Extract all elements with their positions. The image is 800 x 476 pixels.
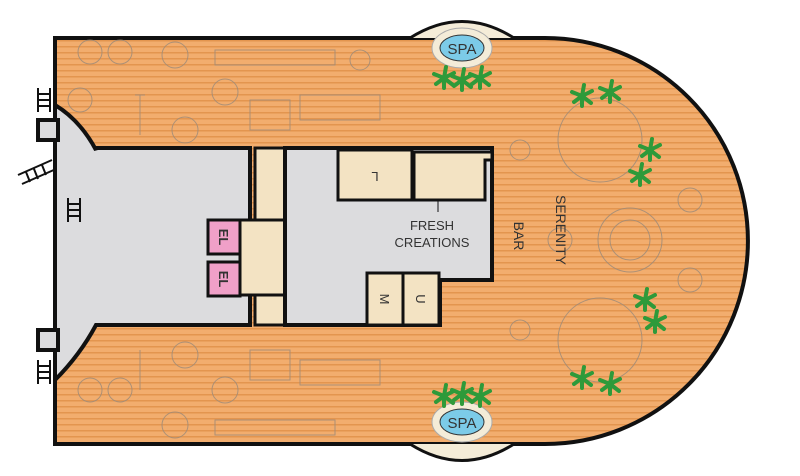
aft-hall	[53, 101, 252, 385]
label-m: M	[377, 294, 392, 305]
label-el-1: EL	[216, 229, 231, 246]
label-fresh: FRESH	[410, 218, 454, 233]
stairs-icon	[17, 88, 81, 384]
label-spa-top: SPA	[448, 41, 477, 58]
label-spa-bottom: SPA	[448, 415, 477, 432]
label-creations: CREATIONS	[395, 235, 470, 250]
elevator-1	[206, 218, 242, 256]
galley	[412, 150, 494, 202]
label-l: L	[371, 169, 378, 184]
deck-furniture	[67, 39, 703, 439]
label-bar: BAR	[511, 222, 527, 251]
spa-top: SPA	[409, 20, 515, 92]
aft-notch-top	[36, 118, 60, 142]
label-serenity: SERENITY	[553, 195, 569, 266]
aft-notch-bottom	[36, 328, 60, 352]
room-l	[336, 148, 414, 202]
label-el-2: EL	[216, 271, 231, 288]
spa-bottom: SPA	[409, 381, 515, 462]
room-u	[401, 271, 441, 327]
elevator-2	[206, 260, 242, 298]
label-u: U	[413, 294, 428, 303]
